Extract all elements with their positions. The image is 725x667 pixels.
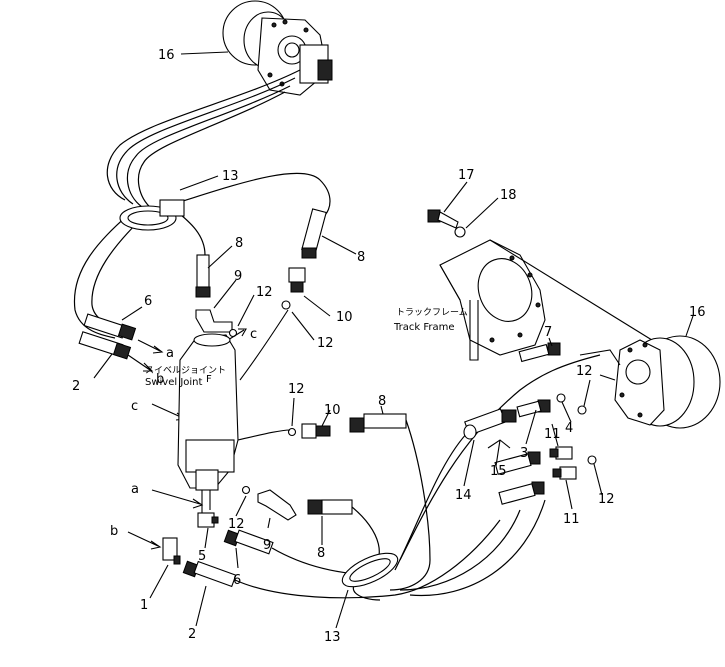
label-9-upper: 9 — [234, 269, 242, 284]
hose-right-lower-a — [494, 451, 541, 475]
label-11-b: 11 — [563, 512, 580, 527]
hose-14 — [463, 408, 506, 440]
label-c-1: c — [250, 327, 257, 342]
label-18: 18 — [500, 188, 517, 203]
hose-2-lower — [182, 560, 237, 588]
label-10-lower: 10 — [324, 403, 341, 418]
label-16-top: 16 — [158, 48, 175, 63]
fitting-10-lower — [301, 423, 331, 439]
track-frame-jp-label: トラックフレーム — [396, 307, 468, 318]
label-8-a: 8 — [235, 236, 243, 251]
hose-8-mid — [349, 413, 407, 433]
elbow-9-upper — [195, 309, 233, 333]
label-8-b: 8 — [357, 250, 365, 265]
travel-motor-right — [614, 335, 721, 429]
washer-18 — [454, 226, 466, 238]
label-13-lower: 13 — [324, 630, 341, 645]
hose-right-top — [518, 343, 550, 363]
swivel-joint — [177, 333, 239, 520]
o-ring-4 — [556, 393, 566, 403]
track-frame — [439, 239, 661, 361]
label-9-lower: 9 — [263, 538, 271, 553]
label-11-a: 11 — [544, 427, 561, 442]
label-12-e: 12 — [576, 364, 593, 379]
label-17: 17 — [458, 168, 475, 183]
hose-8-lower-middle — [307, 499, 353, 515]
hose-right-lower-b — [498, 481, 545, 505]
label-12-c: 12 — [288, 382, 305, 397]
o-ring-12-right-b — [587, 455, 597, 465]
leader-lines — [93, 51, 694, 629]
label-12-b: 12 — [317, 336, 334, 351]
o-ring-12-mid — [287, 427, 297, 437]
label-8-c: 8 — [378, 394, 386, 409]
hose-8-upper-right — [301, 208, 327, 259]
swivel-mark: F — [206, 374, 212, 385]
label-b-1: b — [156, 372, 164, 387]
label-6-lower: 6 — [233, 573, 241, 588]
label-2-upper: 2 — [72, 379, 80, 394]
fitting-10-upper — [288, 267, 306, 293]
label-1: 1 — [140, 598, 148, 613]
fitting-3 — [516, 399, 551, 418]
label-4: 4 — [565, 421, 573, 436]
o-ring-12-right-a — [577, 405, 587, 415]
travel-motor-top — [222, 0, 333, 96]
label-2-lower: 2 — [188, 627, 196, 642]
fitting-5 — [197, 512, 219, 528]
swivel-joint-jp-label: スイベルジョイント — [145, 366, 226, 376]
hose-6-left — [83, 313, 137, 341]
label-16-right: 16 — [689, 305, 706, 320]
clamp-13-top — [119, 199, 185, 231]
label-15: 15 — [490, 464, 507, 479]
clamp-13-lower — [341, 552, 399, 588]
label-a-2: a — [131, 482, 139, 497]
label-c-2: c — [131, 399, 138, 414]
fitting-7 — [547, 342, 561, 356]
label-12-a: 12 — [256, 285, 273, 300]
label-8-d: 8 — [317, 546, 325, 561]
label-b-2: b — [110, 524, 118, 539]
label-12-f: 12 — [598, 492, 615, 507]
fitting-11-b — [552, 466, 577, 480]
o-ring-12-upper-b — [281, 300, 291, 310]
swivel-joint-en-label: Swivel Joint — [145, 377, 203, 388]
label-3: 3 — [520, 446, 528, 461]
label-5: 5 — [198, 549, 206, 564]
hose-2-left — [78, 331, 132, 360]
hose-6-lower — [223, 529, 274, 555]
label-a-1: a — [166, 346, 174, 361]
label-13-top: 13 — [222, 169, 239, 184]
hose-8-upper-left — [195, 254, 211, 298]
label-14: 14 — [455, 488, 472, 503]
elbow-9-lower — [257, 489, 297, 521]
label-10-upper: 10 — [336, 310, 353, 325]
hose-bundle-top — [73, 69, 331, 339]
fitting-11-a — [549, 446, 573, 460]
track-frame-en-label: Track Frame — [393, 322, 455, 333]
label-7: 7 — [544, 325, 552, 340]
label-6-upper: 6 — [144, 294, 152, 309]
o-ring-12-lower-left — [241, 485, 251, 495]
label-12-d: 12 — [228, 517, 245, 532]
fitting-15 — [501, 409, 517, 423]
fitting-1 — [162, 537, 181, 565]
bolt-17 — [427, 209, 459, 229]
